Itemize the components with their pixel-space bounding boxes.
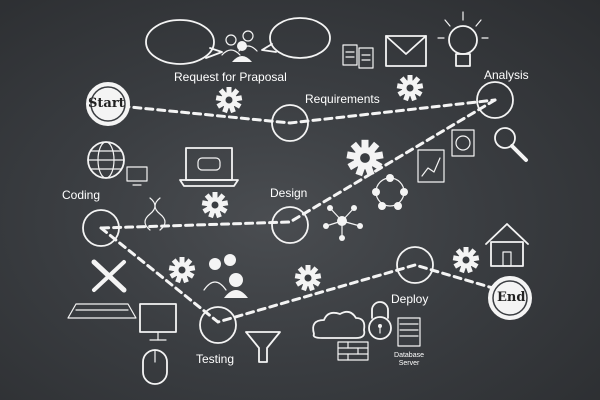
chart-icon [417,129,475,183]
request-label: Request for Praposal [174,70,287,84]
deploy-node [396,246,434,284]
testing-node [199,306,237,344]
gear-icon [215,87,243,114]
gear-icon [168,257,196,284]
end-label: End [497,290,526,305]
laptop-icon [179,147,239,187]
globe-icon [87,141,125,179]
end-node [488,276,532,320]
envelope-icon [385,35,427,67]
lock-icon [368,301,392,340]
requirements-node [271,104,309,142]
requirements-label: Requirements [305,92,380,106]
design-label: Design [270,186,308,200]
funnel-icon [245,331,281,363]
keyboard-icon [67,303,137,319]
gear-icon [452,247,480,274]
network-icon [323,174,408,241]
brick-wall-icon [337,341,369,361]
start-label: Start [88,96,125,111]
analysis-node [476,81,514,119]
magnifier-icon [494,127,528,162]
analysis-label: Analysis [484,68,529,82]
speech-bubble-icon [145,17,331,65]
start-node [86,82,130,126]
cloud-icon [312,310,366,339]
server-icon [397,317,421,347]
testing-label: Testing [196,352,235,366]
people-icon [203,254,248,298]
coding-node [82,209,120,247]
design-node [271,206,309,244]
database-label: Database Server [394,352,424,367]
dna-icon [144,197,166,231]
people-icon [221,30,258,62]
house-icon [485,223,529,267]
gear-icon [396,75,424,102]
monitor-icon [139,303,177,341]
lightbulb-icon [437,11,489,67]
monitor-icon [126,166,148,186]
coding-label: Coding [62,188,101,202]
deploy-label: Deploy [391,292,429,306]
mouse-icon [142,349,168,385]
documents-icon [342,44,374,69]
gear-icon [201,192,229,219]
wrench-icon [91,259,127,293]
gear-icon [294,265,322,292]
